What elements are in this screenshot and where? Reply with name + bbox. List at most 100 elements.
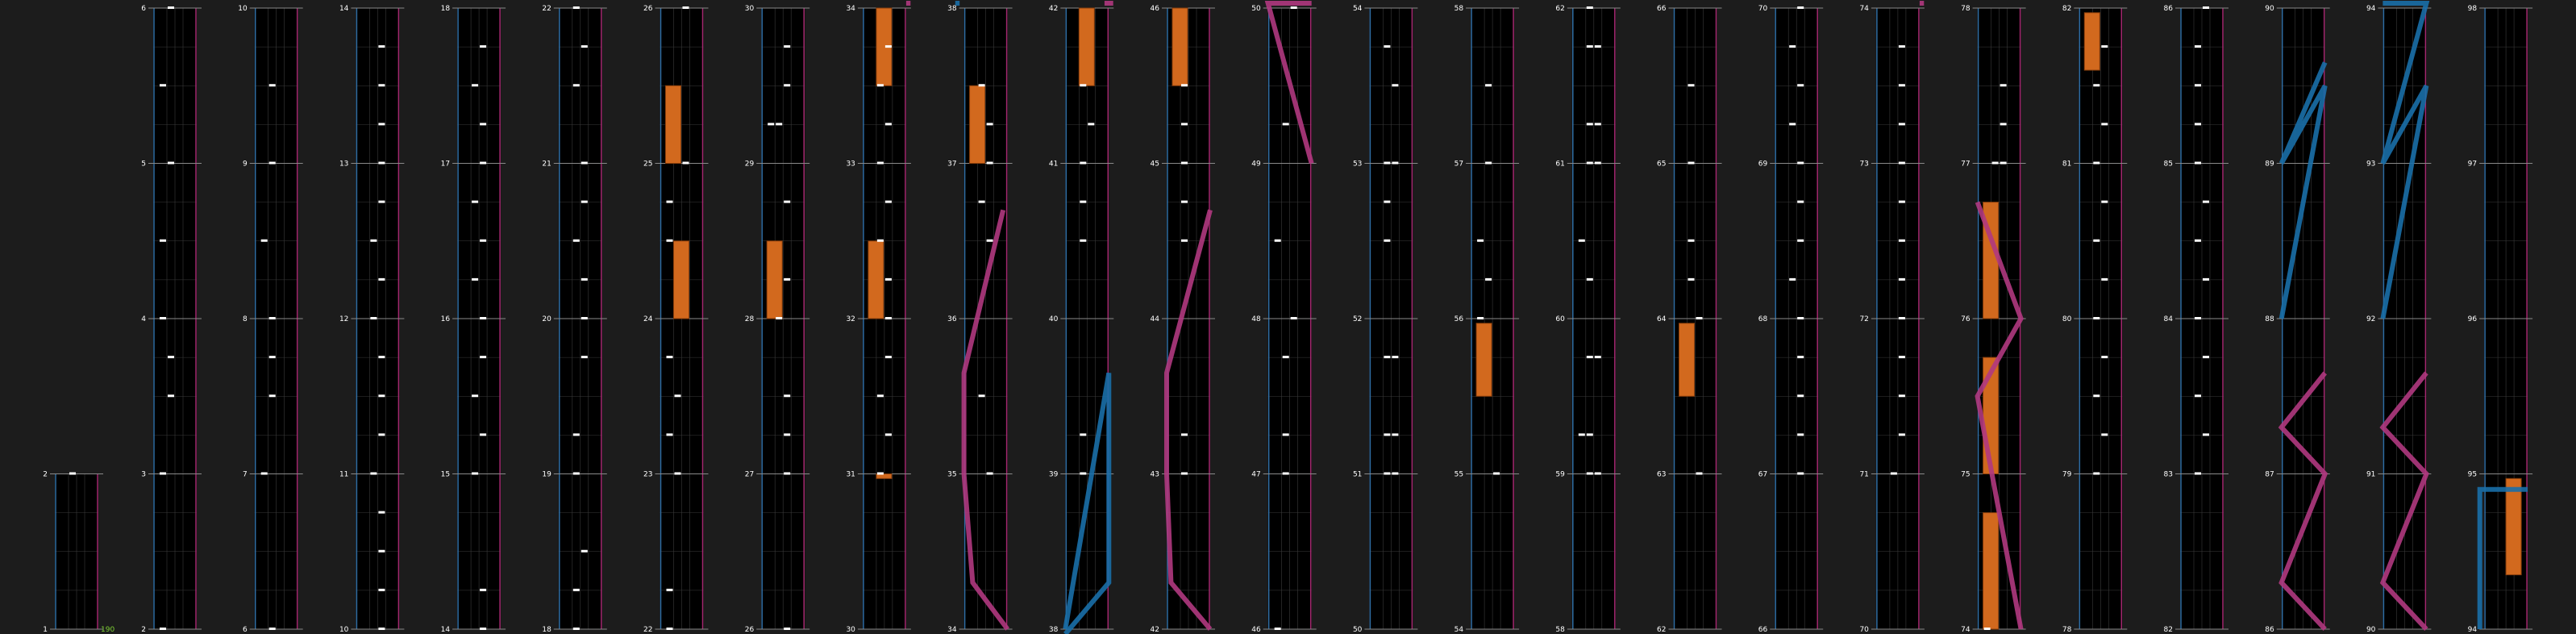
chip-note <box>1586 433 1593 436</box>
chip-note <box>480 161 487 165</box>
chip-note <box>884 277 892 281</box>
chip-note <box>480 433 487 436</box>
measure-number: 7 <box>243 471 248 479</box>
chip-note <box>1898 394 1905 398</box>
chip-note <box>1789 123 1796 126</box>
chip-note <box>69 472 76 475</box>
chip-note <box>784 628 791 630</box>
chip-note <box>268 161 276 165</box>
measure-number: 5 <box>141 161 146 169</box>
measure-number: 89 <box>2265 161 2274 169</box>
chip-note <box>1282 433 1289 436</box>
chip-note <box>1392 161 1399 165</box>
chip-note <box>978 200 985 203</box>
chip-note <box>581 45 588 48</box>
measure-number: 50 <box>1251 5 1261 13</box>
measure-number: 58 <box>1555 626 1565 634</box>
chip-note <box>1080 472 1087 475</box>
chip-note <box>1688 161 1695 165</box>
chip-note <box>2093 317 2100 319</box>
chip-note <box>1586 356 1593 359</box>
chip-note <box>572 628 580 630</box>
chip-note <box>1898 123 1905 126</box>
chip-note <box>978 84 985 87</box>
chip-note <box>1485 277 1492 281</box>
chip-note <box>378 123 385 126</box>
measure-number: 41 <box>1049 161 1058 169</box>
measure-number: 98 <box>2468 5 2478 13</box>
chip-note <box>884 433 892 436</box>
measure-number: 78 <box>2062 626 2072 634</box>
hold-note <box>1078 7 1095 86</box>
chip-note <box>978 394 985 398</box>
hold-note <box>665 85 681 164</box>
chip-note <box>1586 161 1593 165</box>
chip-note <box>581 356 588 359</box>
laser-right <box>2278 371 2328 632</box>
laser-left <box>2278 61 2328 319</box>
measure-number: 47 <box>1251 471 1260 479</box>
chip-note <box>1282 356 1289 359</box>
chip-note <box>1080 161 1087 165</box>
chip-note <box>1586 277 1593 281</box>
chip-note <box>1384 472 1391 475</box>
chip-note <box>370 317 377 319</box>
measure-number: 86 <box>2164 5 2174 13</box>
chip-note <box>472 84 479 87</box>
chip-note <box>2195 45 2201 48</box>
measure-number: 28 <box>745 315 755 323</box>
chip-note <box>768 123 775 126</box>
measure-number: 46 <box>1251 626 1261 634</box>
chip-note <box>160 84 166 87</box>
chip-note <box>572 472 580 475</box>
chip-note <box>876 84 884 87</box>
chip-note <box>480 239 487 242</box>
chip-note <box>378 628 385 630</box>
chip-note <box>378 45 385 48</box>
measure-number: 13 <box>339 161 348 169</box>
measure-number: 50 <box>1353 626 1363 634</box>
hold-note <box>2083 12 2100 71</box>
chip-note <box>1080 433 1087 436</box>
measure-number: 76 <box>1961 315 1970 323</box>
chip-note <box>1282 472 1289 475</box>
chip-note <box>268 84 276 87</box>
measure-number: 73 <box>1859 161 1868 169</box>
chip-note <box>1274 239 1281 242</box>
measure-number: 62 <box>1657 626 1666 634</box>
chip-note <box>2203 277 2209 281</box>
measure-number: 14 <box>339 5 349 13</box>
chip-note <box>168 356 174 359</box>
measure-number: 15 <box>441 471 450 479</box>
chip-note <box>268 394 276 398</box>
chip-note <box>2093 472 2100 475</box>
bpm-label: 190 <box>101 626 114 634</box>
measure-number: 61 <box>1555 161 1564 169</box>
measure-number: 38 <box>1049 626 1059 634</box>
measure-number: 58 <box>1454 5 1464 13</box>
chip-note <box>2093 394 2100 398</box>
chip-note <box>784 277 791 281</box>
measure-number: 49 <box>1251 161 1261 169</box>
chip-note <box>986 472 993 475</box>
measure-number: 17 <box>441 161 450 169</box>
measure-number: 11 <box>339 471 348 479</box>
chip-note <box>2093 161 2100 165</box>
chip-note <box>1181 123 1188 126</box>
measure-number: 80 <box>2062 315 2072 323</box>
measure-number: 81 <box>2062 161 2071 169</box>
chip-note <box>1493 472 1500 475</box>
